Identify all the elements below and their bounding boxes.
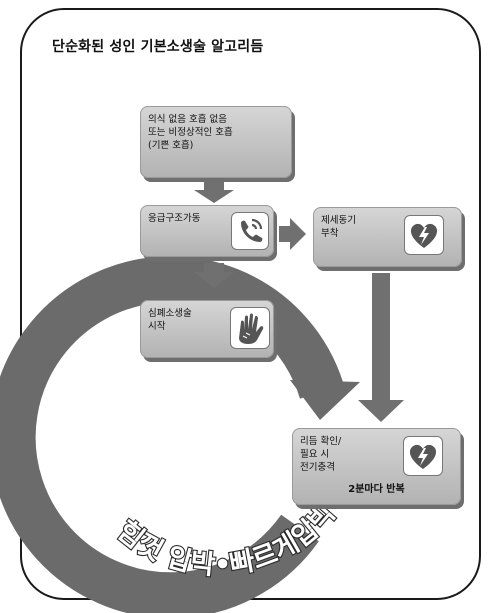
step-check-rhythm-text: 리듬 확인/ 필요 시 전기충격 <box>300 436 342 473</box>
step-activate-ems: 응급구조가동 <box>140 205 274 257</box>
step-attach-aed-text: 제세동기 부착 <box>321 215 356 239</box>
aed-heart-icon <box>404 437 442 475</box>
step-attach-aed: 제세동기 부착 <box>313 207 462 267</box>
arrow-3-to-5 <box>358 273 404 422</box>
step-check-rhythm: 리듬 확인/ 필요 시 전기충격 2분마다 반복 <box>292 428 461 505</box>
page-title: 단순화된 성인 기본소생술 알고리듬 <box>52 39 264 55</box>
repeat-interval-label: 2분마다 반복 <box>348 484 405 495</box>
step-unresponsive-text: 의식 없음 호흡 없음 또는 비정상적인 호흡 (기쁜 호흡) <box>148 114 233 151</box>
hands-icon <box>231 308 269 348</box>
step-start-cpr: 심폐소생술 시작 <box>140 300 274 358</box>
arrow-2-to-3 <box>279 218 306 250</box>
aed-heart-icon <box>405 216 443 254</box>
phone-icon <box>232 213 268 249</box>
arrow-1-to-2 <box>194 182 234 203</box>
step-start-cpr-text: 심폐소생술 시작 <box>148 308 192 332</box>
step-activate-ems-text: 응급구조가동 <box>148 213 201 224</box>
band-text: 힘껏 압박•빠르게압박 <box>111 498 342 582</box>
cpr-cycle-band <box>0 256 345 613</box>
cpr-cycle-arrowhead <box>290 380 360 420</box>
step-unresponsive: 의식 없음 호흡 없음 또는 비정상적인 호흡 (기쁜 호흡) <box>140 106 292 178</box>
arrow-2-to-4 <box>194 263 234 288</box>
